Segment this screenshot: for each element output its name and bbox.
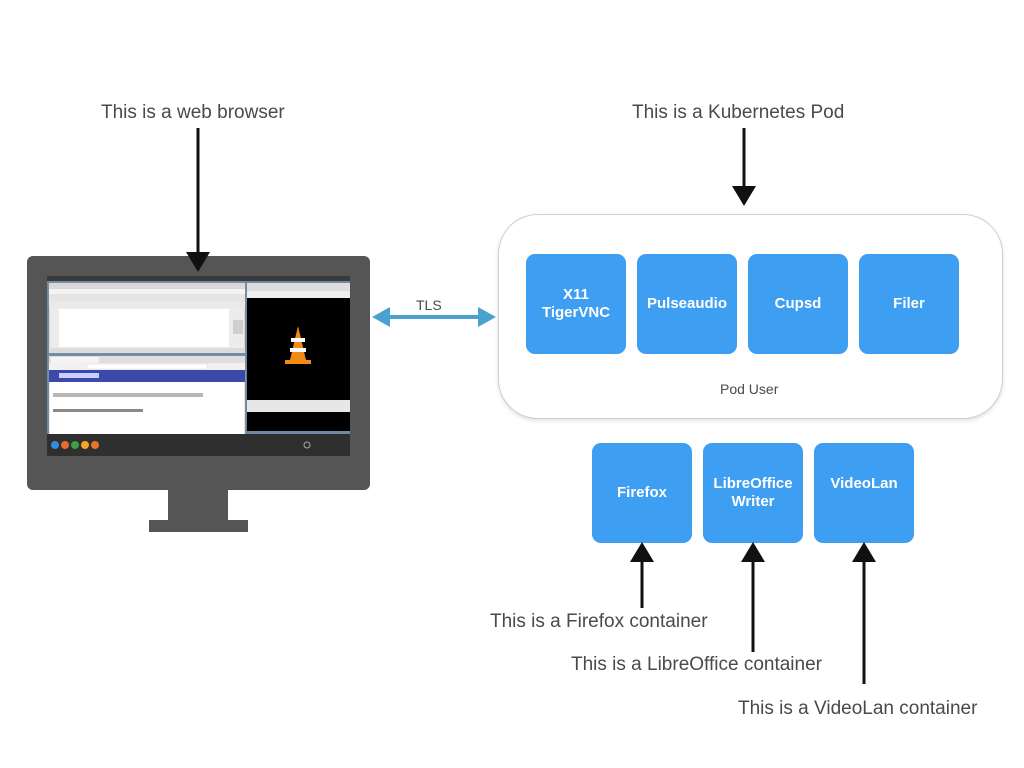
tls-arrow [372,307,496,327]
container-box-label: VideoLan [830,475,898,492]
web-browser-arrow [186,128,210,272]
libreoffice-container-label: This is a LibreOffice container [571,654,822,675]
libreoffice-container-arrow [741,542,765,652]
monitor-stand-base [149,520,248,532]
pod-box-filer: Filer [859,254,959,354]
videolan-container-arrow [852,542,876,684]
firefox-container-arrow [630,542,654,608]
container-box-firefox: Firefox [592,443,692,543]
container-box-label: LibreOffice Writer [713,475,793,510]
firefox-container-label: This is a Firefox container [490,611,708,632]
kubernetes-pod-arrow [732,128,756,206]
container-box-libreoffice: LibreOffice Writer [703,443,803,543]
videolan-container-label: This is a VideoLan container [738,698,978,719]
tls-label: TLS [416,297,442,313]
container-box-videolan: VideoLan [814,443,914,543]
pod-box-pulseaudio: Pulseaudio [637,254,737,354]
pod-box-label: Cupsd [774,295,822,312]
container-box-label: Firefox [616,484,667,501]
pod-box-label: X11 TigerVNC [541,286,611,321]
desktop-screenshot [47,276,350,456]
web-browser-label: This is a web browser [101,102,285,123]
monitor [27,256,370,490]
pod-user-label: Pod User [720,381,779,397]
monitor-stand-neck [168,490,228,522]
pod-box-cupsd: Cupsd [748,254,848,354]
pod-box-label: Pulseaudio [646,295,728,312]
desktop-screenshot-graphic [47,276,350,456]
pod-box-label: Filer [893,295,925,312]
pod-box-x11-tigervnc: X11 TigerVNC [526,254,626,354]
kubernetes-pod-label: This is a Kubernetes Pod [632,102,845,123]
